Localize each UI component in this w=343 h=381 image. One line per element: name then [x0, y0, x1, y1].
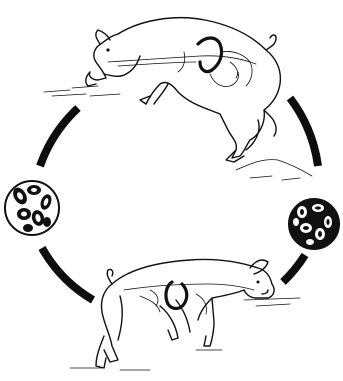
pig-rooting-icon: [70, 259, 300, 370]
pig-sniffing-ground-icon: [44, 18, 312, 180]
cycle-arc-upper-right: [290, 98, 318, 166]
cycle-arc-lower-left: [42, 248, 93, 300]
egg-cluster-right-icon: [289, 199, 339, 249]
egg-cluster-left-icon: [5, 181, 59, 235]
cycle-arc-upper-left: [40, 108, 78, 166]
cycle-arc-lower-right: [283, 255, 305, 282]
